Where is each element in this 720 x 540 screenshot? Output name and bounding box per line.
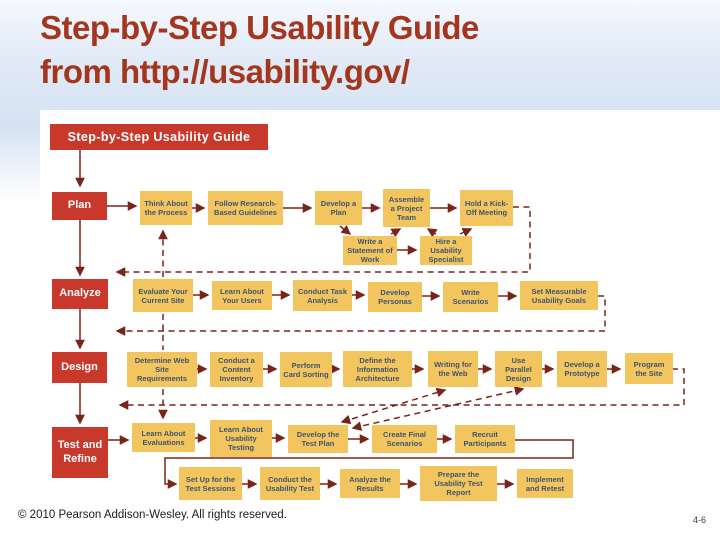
step-develop-personas: Develop Personas <box>368 282 422 312</box>
slide-title: Step-by-Step Usability Guide from http:/… <box>40 6 700 93</box>
step-define-the-information-architecture: Define the Information Architecture <box>343 351 412 387</box>
slide-title-line2: from http://usability.gov/ <box>40 52 410 90</box>
phase-design: Design <box>52 352 107 383</box>
step-create-final-scenarios: Create Final Scenarios <box>372 425 437 453</box>
step-conduct-task-analysis: Conduct Task Analysis <box>293 280 352 311</box>
step-set-up-for-the-test-sessions: Set Up for the Test Sessions <box>179 467 242 500</box>
step-think-about-the-process: Think About the Process <box>140 191 192 225</box>
diagram-banner: Step-by-Step Usability Guide <box>50 124 268 150</box>
step-write-scenarios: Write Scenarios <box>443 282 498 312</box>
step-develop-a-prototype: Develop a Prototype <box>557 351 607 387</box>
step-determine-web-site-requirements: Determine Web Site Requirements <box>127 352 197 387</box>
step-learn-about-your-users: Learn About Your Users <box>212 281 272 310</box>
step-recruit-participants: Recruit Participants <box>455 425 515 453</box>
step-implement-and-retest: Implement and Retest <box>517 469 573 498</box>
step-program-the-site: Program the Site <box>625 353 673 384</box>
phase-test-and-refine: Test and Refine <box>52 427 108 478</box>
step-perform-card-sorting: Perform Card Sorting <box>280 352 332 387</box>
phase-analyze: Analyze <box>52 279 108 309</box>
step-follow-research-based-guidelines: Follow Research-Based Guidelines <box>208 191 283 225</box>
step-conduct-a-content-inventory: Conduct a Content Inventory <box>210 352 263 387</box>
step-hold-a-kick-off-meeting: Hold a Kick-Off Meeting <box>460 190 513 226</box>
step-evaluate-your-current-site: Evaluate Your Current Site <box>133 279 193 312</box>
step-writing-for-the-web: Writing for the Web <box>428 351 478 387</box>
footer-copyright: © 2010 Pearson Addison-Wesley. All right… <box>18 509 287 521</box>
step-use-parallel-design: Use Parallel Design <box>495 351 542 387</box>
slide-title-line1: Step-by-Step Usability Guide <box>40 9 479 46</box>
step-prepare-the-usability-test-report: Prepare the Usability Test Report <box>420 466 497 501</box>
phase-plan: Plan <box>52 192 107 220</box>
step-develop-the-test-plan: Develop the Test Plan <box>288 425 348 453</box>
step-develop-a-plan: Develop a Plan <box>315 191 362 225</box>
step-write-a-statement-of-work: Write a Statement of Work <box>343 236 397 265</box>
step-learn-about-evaluations: Learn About Evaluations <box>132 423 195 452</box>
step-conduct-the-usability-test: Conduct the Usability Test <box>260 467 320 500</box>
page-number: 4-6 <box>692 515 706 525</box>
step-hire-a-usability-specialist: Hire a Usability Specialist <box>420 236 472 265</box>
step-set-measurable-usability-goals: Set Measurable Usability Goals <box>520 281 598 310</box>
step-assemble-a-project-team: Assemble a Project Team <box>383 189 430 227</box>
step-learn-about-usability-testing: Learn About Usability Testing <box>210 420 272 457</box>
step-analyze-the-results: Analyze the Results <box>340 469 400 498</box>
